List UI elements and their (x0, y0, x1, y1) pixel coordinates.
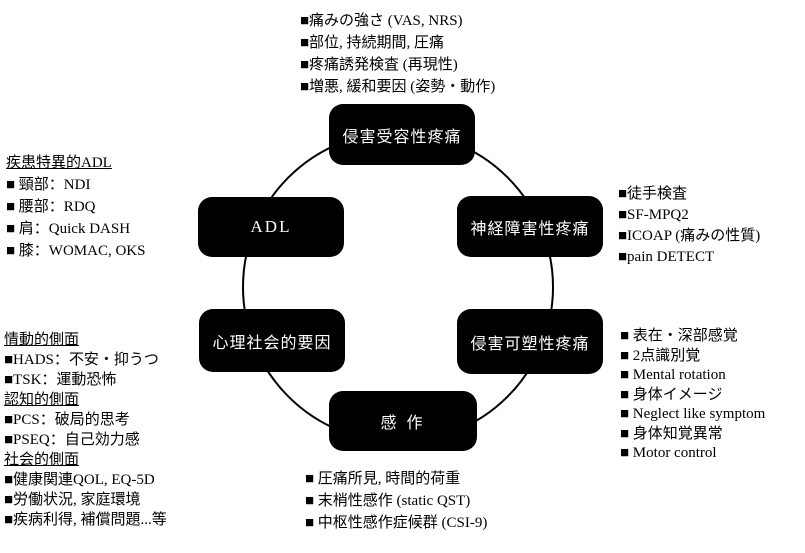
note-item: ■ICOAP (痛みの性質) (618, 228, 761, 244)
note-item: ■TSK：運動恐怖 (4, 372, 117, 388)
note-item: ■ 身体知覚異常 (620, 425, 723, 442)
note-item: ■HADS：不安・抑うつ (4, 352, 159, 368)
note-item: ■PCS：破局的思考 (4, 412, 130, 428)
note-item: ■ 末梢性感作 (static QST) (305, 493, 471, 509)
node-label: 感 作 (380, 415, 426, 432)
note-disease-specific-adl: 疾患特異的ADL ■ 頸部：NDI ■ 腰部：RDQ ■ 肩：Quick DAS… (6, 152, 145, 262)
note-item: ■ Neglect like symptom (620, 406, 766, 422)
note-item: ■SF-MPQ2 (618, 207, 689, 223)
note-item: ■健康関連QOL, EQ-5D (4, 472, 155, 488)
note-item: ■痛みの強さ (VAS, NRS) (300, 13, 463, 29)
note-item: ■ 2点識別覚 (620, 347, 701, 364)
note-heading: 情動的側面 (4, 332, 80, 348)
note-item: ■徒手検査 (618, 186, 688, 202)
node-label: 心理社会的要因 (212, 334, 332, 352)
note-neuropathic-assessments: ■徒手検査 ■SF-MPQ2 ■ICOAP (痛みの性質) ■pain DETE… (618, 184, 760, 268)
note-item: ■ 頸部：NDI (6, 177, 91, 193)
note-item: ■ Motor control (620, 445, 717, 461)
note-item: ■ 膝：WOMAC, OKS (6, 243, 146, 259)
node-sensitization: 感 作 (329, 391, 477, 451)
node-psychosocial-factors: 心理社会的要因 (199, 309, 345, 372)
node-label: 侵害受容性疼痛 (342, 128, 462, 146)
note-item: ■ 身体イメージ (620, 386, 723, 403)
note-item: ■疾病利得, 補償問題...等 (4, 512, 167, 528)
node-label: 神経障害性疼痛 (470, 220, 590, 238)
note-item: ■部位, 持続期間, 圧痛 (300, 35, 445, 51)
note-item: ■ 肩：Quick DASH (6, 221, 131, 237)
note-sensitization-assessments: ■ 圧痛所見, 時間的荷重 ■ 末梢性感作 (static QST) ■ 中枢性… (305, 468, 487, 534)
note-nociplastic-assessments: ■ 表在・深部感覚 ■ 2点識別覚 ■ Mental rotation ■ 身体… (620, 327, 765, 464)
note-nociceptive-assessments: ■痛みの強さ (VAS, NRS) ■部位, 持続期間, 圧痛 ■疼痛誘発検査 … (300, 10, 495, 98)
note-item: ■ Mental rotation (620, 367, 726, 383)
node-label: ADL (250, 217, 292, 236)
node-nociplastic-pain: 侵害可塑性疼痛 (457, 309, 603, 374)
note-item: ■ 中枢性感作症候群 (CSI-9) (305, 515, 488, 531)
note-item: ■ 表在・深部感覚 (620, 328, 738, 344)
note-heading: 認知的側面 (4, 392, 80, 408)
note-item: ■ 圧痛所見, 時間的荷重 (305, 471, 461, 487)
note-item: ■pain DETECT (618, 249, 715, 265)
note-heading: 社会的側面 (4, 452, 80, 468)
note-item: ■PSEQ：自己効力感 (4, 432, 140, 448)
note-item: ■疼痛誘発検査 (再現性) (300, 57, 458, 73)
note-psychosocial-assessments: 情動的側面 ■HADS：不安・抑うつ ■TSK：運動恐怖 認知的側面 ■PCS：… (4, 330, 167, 530)
node-label: 侵害可塑性疼痛 (470, 335, 590, 353)
note-item: ■ 腰部：RDQ (6, 199, 96, 215)
node-adl: ADL (198, 197, 344, 257)
note-item: ■労働状況, 家庭環境 (4, 492, 141, 508)
node-neuropathic-pain: 神経障害性疼痛 (457, 196, 603, 257)
note-heading: 疾患特異的ADL (6, 155, 112, 171)
node-nociceptive-pain: 侵害受容性疼痛 (329, 104, 475, 165)
note-item: ■増悪, 緩和要因 (姿勢・動作) (300, 79, 496, 95)
